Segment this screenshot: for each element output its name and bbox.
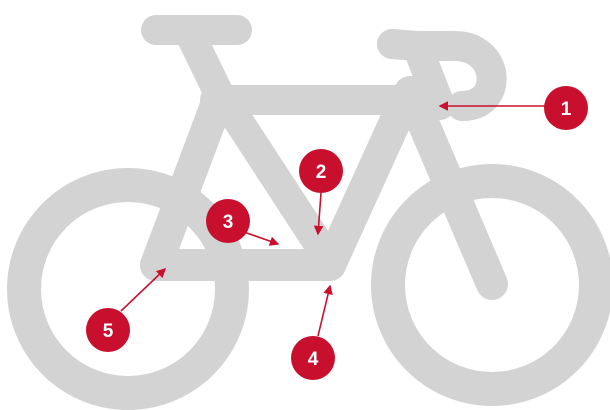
callout-number: 2 <box>316 162 327 183</box>
callout-number: 5 <box>103 321 114 342</box>
callout-3: 3 <box>206 199 278 244</box>
callout-4: 4 <box>291 286 335 380</box>
callout-arrow <box>318 286 330 336</box>
callout-number: 4 <box>308 349 319 370</box>
callout-5: 5 <box>86 269 165 352</box>
callout-arrow <box>244 232 278 244</box>
rear-wheel <box>24 185 232 393</box>
callout-number: 1 <box>561 99 572 120</box>
callout-number: 3 <box>223 212 234 233</box>
callout-arrow <box>121 269 165 311</box>
